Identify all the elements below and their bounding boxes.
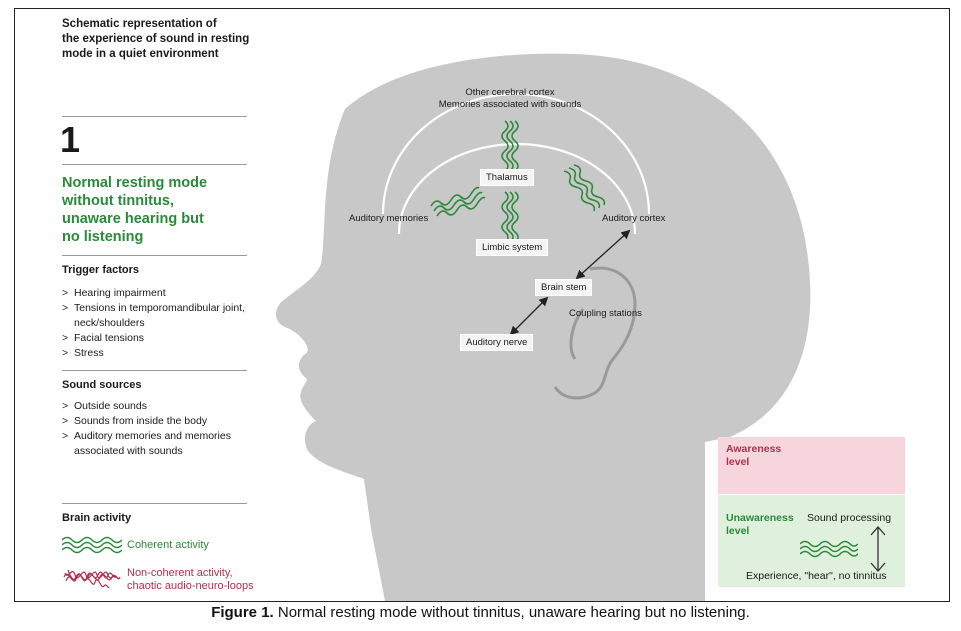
brain-stem-box: Brain stem bbox=[535, 279, 593, 296]
limbic-system-box: Limbic system bbox=[476, 239, 549, 256]
list-item: Facial tensions bbox=[62, 331, 252, 346]
awareness-panel: Awareness level bbox=[718, 437, 905, 494]
unawareness-title: Unawareness level bbox=[726, 512, 794, 538]
unawareness-line-2: level bbox=[726, 525, 750, 537]
sources-heading: Sound sources bbox=[62, 379, 142, 391]
intro-text: Schematic representation of the experien… bbox=[62, 17, 282, 62]
wavy-lines-icon bbox=[563, 164, 606, 212]
mode-title-line-1: Normal resting mode bbox=[62, 175, 208, 191]
divider bbox=[62, 370, 247, 371]
divider bbox=[62, 116, 247, 117]
figure-panel: Other cerebral cortex Memories associate… bbox=[14, 8, 950, 602]
mode-title: Normal resting mode without tinnitus, un… bbox=[62, 174, 262, 246]
unawareness-panel: Unawareness level Sound processing Exper… bbox=[718, 495, 905, 587]
awareness-title: Awareness level bbox=[726, 443, 781, 469]
awareness-line-2: level bbox=[726, 456, 750, 468]
cortex-top-line-1: Other cerebral cortex bbox=[465, 87, 555, 98]
noncoherent-line-2: chaotic audio-neuro-loops bbox=[127, 580, 254, 592]
coherent-activity-label: Coherent activity bbox=[127, 539, 209, 551]
mode-title-line-3: unaware hearing but bbox=[62, 211, 204, 227]
coupling-stations-label: Coupling stations bbox=[569, 308, 642, 319]
cortex-top-label: Other cerebral cortex Memories associate… bbox=[435, 87, 585, 111]
list-item: Auditory memories and memories associate… bbox=[62, 429, 252, 459]
auditory-nerve-box: Auditory nerve bbox=[460, 334, 534, 351]
mode-title-line-2: without tinnitus, bbox=[62, 193, 174, 209]
wavy-lines-icon bbox=[430, 186, 486, 217]
list-item: Tensions in temporomandibular joint, nec… bbox=[62, 301, 252, 331]
double-arrow-icon bbox=[509, 296, 549, 336]
unawareness-line-1: Unawareness bbox=[726, 512, 794, 524]
wavy-lines-icon bbox=[501, 120, 519, 172]
auditory-memories-label: Auditory memories bbox=[349, 213, 429, 224]
divider bbox=[62, 503, 247, 504]
mode-title-line-4: no listening bbox=[62, 229, 144, 245]
figure-number: 1 bbox=[60, 119, 81, 160]
sound-processing-label: Sound processing bbox=[807, 512, 892, 524]
wavy-lines-icon bbox=[62, 536, 122, 554]
cortex-top-line-2: Memories associated with sounds bbox=[438, 99, 582, 110]
brain-activity-heading: Brain activity bbox=[62, 512, 132, 524]
divider bbox=[62, 164, 247, 165]
trigger-list: Hearing impairment Tensions in temporoma… bbox=[62, 286, 252, 361]
caption-text: Normal resting mode without tinnitus, un… bbox=[273, 604, 750, 621]
noncoherent-line-1: Non-coherent activity, bbox=[127, 567, 233, 579]
wavy-lines-icon bbox=[501, 191, 519, 243]
outer-cortex-arc bbox=[381, 92, 651, 215]
double-arrow-icon bbox=[870, 526, 886, 572]
figure-caption: Figure 1. Normal resting mode without ti… bbox=[0, 603, 961, 623]
experience-label: Experience, "hear", no tinnitus bbox=[746, 570, 887, 582]
head-diagram bbox=[276, 53, 811, 601]
double-arrow-icon bbox=[575, 229, 631, 280]
trigger-heading: Trigger factors bbox=[62, 264, 140, 276]
wavy-lines-icon bbox=[800, 540, 858, 558]
thalamus-box: Thalamus bbox=[480, 169, 534, 186]
intro-line-1: Schematic representation of bbox=[62, 18, 217, 30]
intro-line-2: the experience of sound in resting bbox=[62, 33, 250, 45]
sources-list: Outside sounds Sounds from inside the bo… bbox=[62, 399, 252, 459]
ear-outline bbox=[553, 266, 637, 400]
auditory-cortex-label: Auditory cortex bbox=[602, 213, 666, 224]
list-item: Stress bbox=[62, 346, 252, 361]
tangled-lines-icon bbox=[63, 569, 121, 588]
list-item: Hearing impairment bbox=[62, 286, 252, 301]
awareness-line-1: Awareness bbox=[726, 443, 782, 455]
divider bbox=[62, 255, 247, 256]
list-item: Outside sounds bbox=[62, 399, 252, 414]
intro-line-3: mode in a quiet environment bbox=[62, 48, 219, 60]
caption-label: Figure 1. bbox=[211, 604, 274, 621]
noncoherent-activity-label: Non-coherent activity, chaotic audio-neu… bbox=[127, 567, 254, 593]
list-item: Sounds from inside the body bbox=[62, 414, 252, 429]
